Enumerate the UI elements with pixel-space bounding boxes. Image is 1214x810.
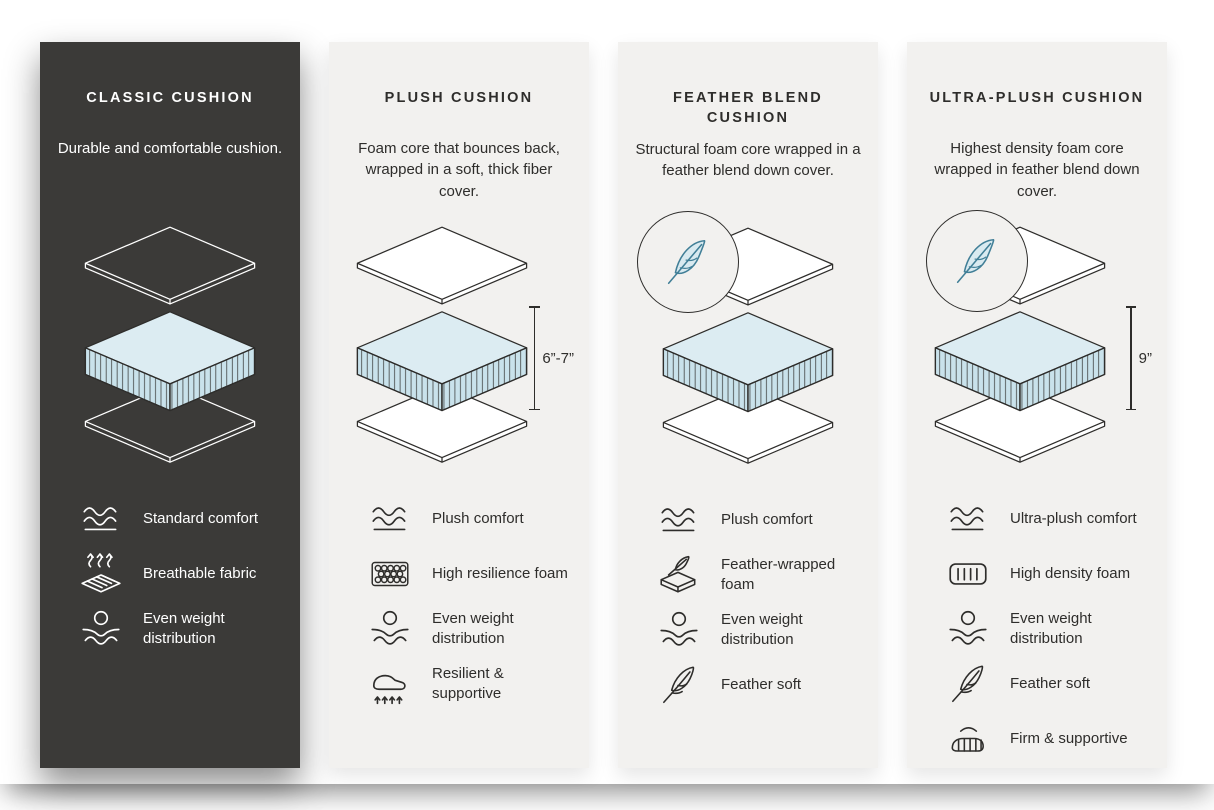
feature-item: Plush comfort bbox=[633, 497, 863, 543]
panel-description: Foam core that bounces back, wrapped in … bbox=[358, 140, 560, 200]
feature-item: Breathable fabric bbox=[55, 551, 285, 597]
feature-label: High density foam bbox=[1010, 565, 1131, 583]
feature-item: Feather-wrapped foam bbox=[633, 552, 863, 598]
cushion-layers-illustration bbox=[76, 224, 264, 467]
panel-ultra-plush-cushion: ULTRA-PLUSH CUSHION Highest density foam… bbox=[907, 42, 1167, 768]
feather-badge bbox=[637, 210, 739, 313]
panel-title: FEATHER BLEND CUSHION bbox=[673, 90, 823, 127]
feature-label: Even weight distribution bbox=[721, 610, 803, 648]
cushion-diagram bbox=[633, 210, 863, 473]
waves-icon bbox=[944, 496, 992, 542]
cushion-diagram: 6”-7” bbox=[344, 224, 574, 472]
dimension-line bbox=[1126, 306, 1135, 410]
feature-list: Standard comfort Breathable fabric Even … bbox=[55, 496, 285, 652]
feature-label: Ultra-plush comfort bbox=[1010, 510, 1137, 528]
panel-title: CLASSIC CUSHION bbox=[86, 90, 254, 106]
feature-label: Breathable fabric bbox=[143, 565, 257, 583]
panel-description: Structural foam core wrapped in a feathe… bbox=[635, 140, 861, 179]
waves-icon bbox=[77, 496, 125, 542]
feature-label: Feather soft bbox=[1010, 675, 1091, 693]
feature-item: Plush comfort bbox=[344, 496, 574, 542]
feature-item: High resilience foam bbox=[344, 551, 574, 597]
feature-label: Even weight distribution bbox=[432, 610, 514, 647]
panel-plush-cushion: PLUSH CUSHION Foam core that bounces bac… bbox=[329, 42, 589, 768]
even-weight-icon bbox=[655, 607, 703, 653]
even-weight-icon bbox=[944, 606, 992, 652]
dimension-label: 6”-7” bbox=[542, 349, 574, 367]
high-density-foam-icon bbox=[944, 551, 992, 597]
feature-label: Even weight distribution bbox=[143, 610, 225, 647]
waves-icon bbox=[655, 497, 703, 543]
feature-label: Plush comfort bbox=[721, 510, 813, 528]
panel-classic-cushion: CLASSIC CUSHION Durable and comfortable … bbox=[40, 42, 300, 768]
feature-label: Resilient & supportive bbox=[432, 665, 504, 702]
feature-item: Ultra-plush comfort bbox=[922, 496, 1152, 542]
cushion-diagram bbox=[55, 224, 285, 472]
feature-label: Feather-wrapped foam bbox=[721, 555, 836, 593]
feature-label: Plush comfort bbox=[432, 510, 524, 528]
feature-list: Plush comfort High resilience foam Even … bbox=[344, 496, 574, 707]
feature-item: Even weight distribution bbox=[344, 606, 574, 652]
feature-item: Even weight distribution bbox=[922, 606, 1152, 652]
panel-description: Highest density foam core wrapped in fea… bbox=[934, 140, 1140, 200]
panel-title: PLUSH CUSHION bbox=[384, 90, 534, 106]
firm-support-icon bbox=[944, 716, 992, 762]
feather-icon bbox=[655, 662, 703, 708]
infographic-sheet: CLASSIC CUSHION Durable and comfortable … bbox=[40, 42, 1167, 768]
feature-list: Plush comfort Feather-wrapped foam Even … bbox=[633, 497, 863, 708]
breathable-fabric-icon bbox=[77, 551, 125, 597]
feature-item: Feather soft bbox=[922, 661, 1152, 707]
height-dimension: 6”-7” bbox=[530, 306, 574, 410]
feather-icon bbox=[944, 661, 992, 707]
feature-label: High resilience foam bbox=[432, 565, 568, 583]
feather-wrapped-foam-icon bbox=[655, 552, 703, 598]
cushion-layers-illustration bbox=[348, 224, 536, 467]
panel-description: Durable and comfortable cushion. bbox=[57, 140, 283, 157]
height-dimension: 9” bbox=[1126, 306, 1152, 410]
feature-label: Feather soft bbox=[721, 675, 802, 693]
feature-item: Feather soft bbox=[633, 662, 863, 708]
feature-item: High density foam bbox=[922, 551, 1152, 597]
feature-item: Resilient & supportive bbox=[344, 661, 574, 707]
cushion-diagram: 9” bbox=[922, 210, 1152, 472]
feature-list: Ultra-plush comfort High density foam Ev… bbox=[922, 496, 1152, 762]
feature-item: Even weight distribution bbox=[55, 606, 285, 652]
foam-cells-icon bbox=[366, 551, 414, 597]
waves-icon bbox=[366, 496, 414, 542]
feature-item: Even weight distribution bbox=[633, 607, 863, 653]
feature-label: Standard comfort bbox=[143, 510, 259, 528]
feather-icon bbox=[667, 239, 706, 284]
feather-icon bbox=[956, 238, 995, 284]
feature-label: Even weight distribution bbox=[1010, 610, 1092, 647]
even-weight-icon bbox=[77, 606, 125, 652]
resilient-support-icon bbox=[366, 661, 414, 707]
feature-label: Firm & supportive bbox=[1010, 730, 1128, 748]
even-weight-icon bbox=[366, 606, 414, 652]
panel-feather-blend-cushion: FEATHER BLEND CUSHION Structural foam co… bbox=[618, 42, 878, 768]
feature-item: Firm & supportive bbox=[922, 716, 1152, 762]
cushion-comparison-panels: CLASSIC CUSHION Durable and comfortable … bbox=[40, 42, 1167, 768]
dimension-label: 9” bbox=[1138, 349, 1152, 367]
feather-badge bbox=[926, 210, 1028, 312]
feature-item: Standard comfort bbox=[55, 496, 285, 542]
panel-title: ULTRA-PLUSH CUSHION bbox=[929, 90, 1145, 106]
dimension-line bbox=[530, 306, 539, 410]
